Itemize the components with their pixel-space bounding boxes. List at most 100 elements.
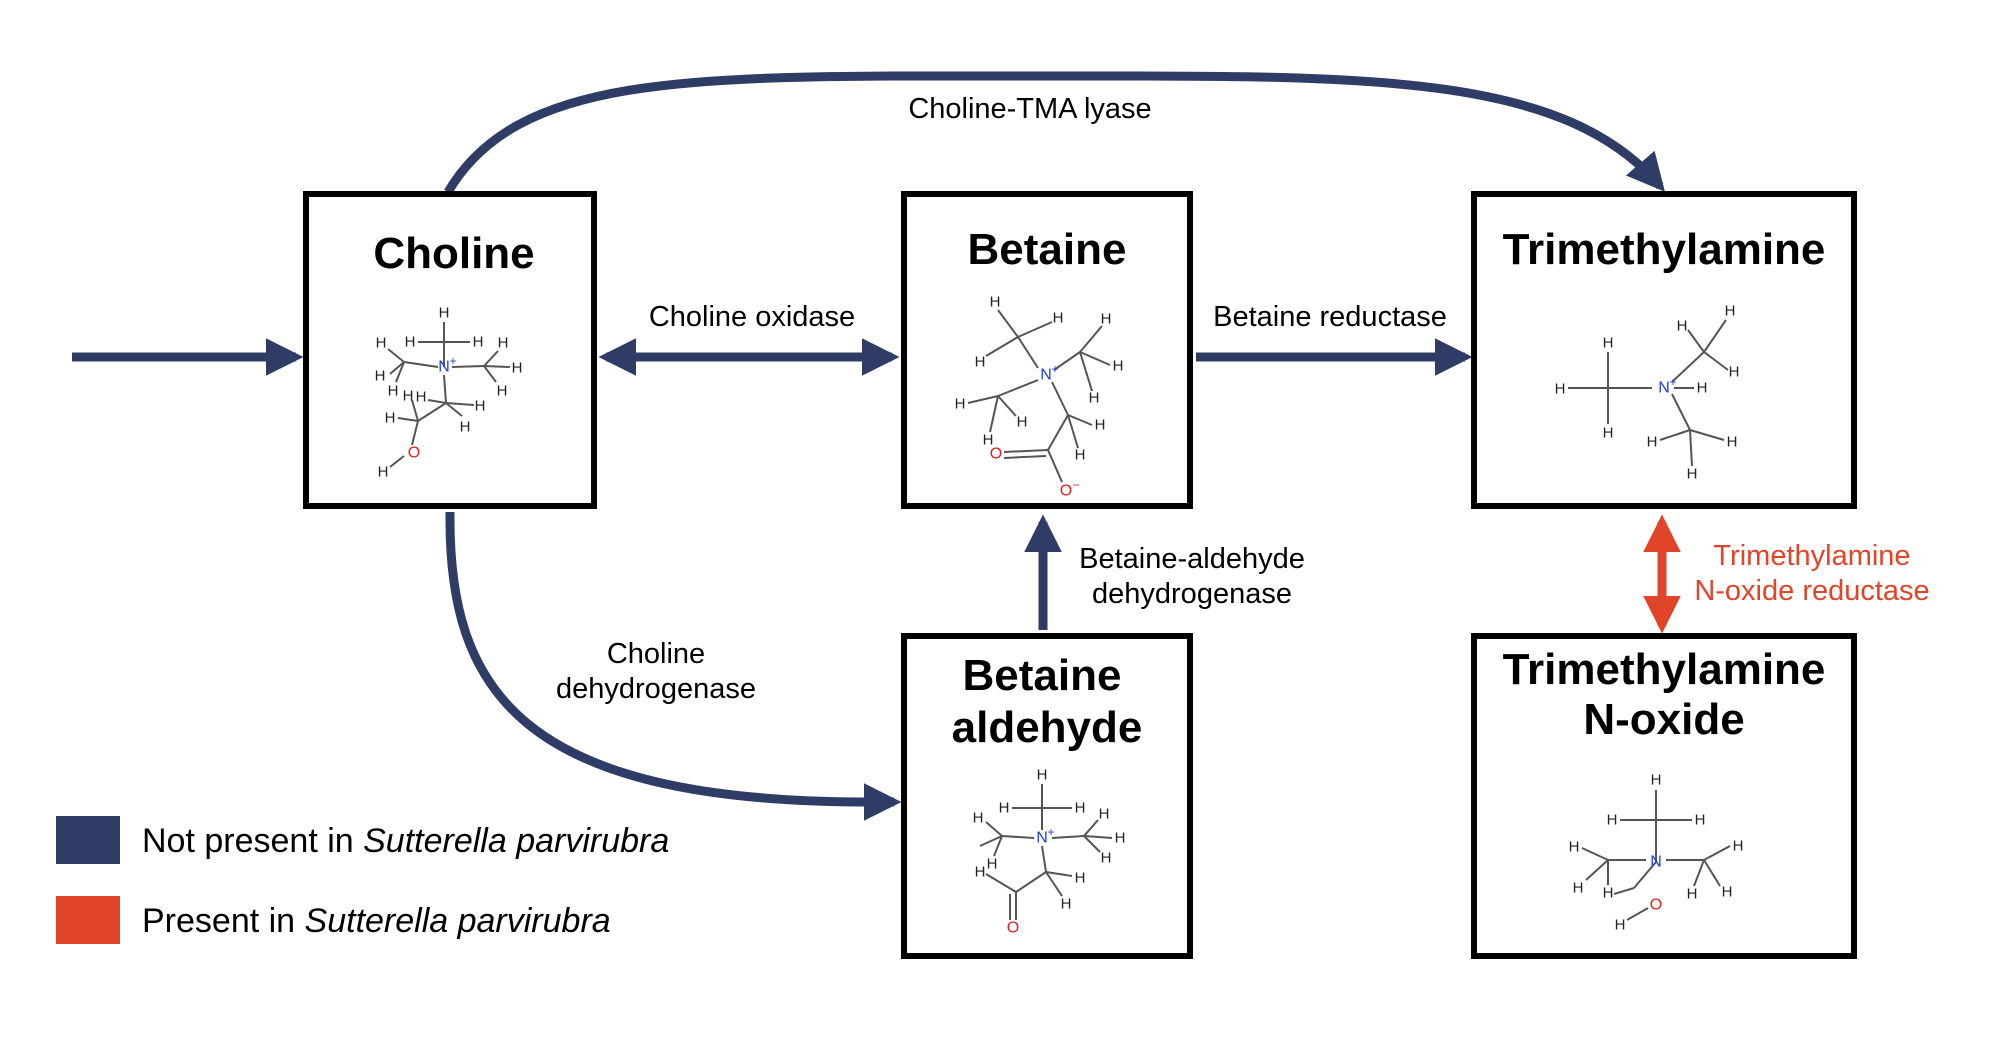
chemical-bond (985, 336, 1019, 357)
chemical-bond (411, 420, 419, 446)
chemical-bond (1015, 871, 1047, 893)
hydrogen-atom-label: H (1725, 303, 1736, 320)
chemical-bond (997, 395, 1017, 417)
chemical-bond (997, 379, 1039, 397)
label-choline-dehydrogenase-2: dehydrogenase (556, 673, 756, 705)
chemical-bond (1079, 351, 1111, 366)
charge-label: + (449, 354, 456, 368)
chemical-bond (427, 399, 447, 404)
nitrogen-atom-label: N (1658, 380, 1670, 397)
node-trimethylamine-n-oxide[interactable]: Trimethylamine N-oxide H H H H H H H H H… (1471, 633, 1857, 959)
label-choline-dehydrogenase-1: Choline (607, 638, 705, 670)
oxygen-atom-label: O (1650, 897, 1662, 914)
hydrogen-atom-label: H (1647, 434, 1658, 451)
betaine-structure: H H H H H H H H H H H N + O O − (955, 294, 1124, 500)
chemical-bond (1689, 429, 1693, 467)
legend-label-present: Present in Sutterella parvirubra (142, 902, 611, 940)
trimethylamine-title: Trimethylamine (1503, 225, 1826, 274)
chemical-bond (1041, 845, 1047, 873)
legend-swatch-present (56, 896, 120, 944)
hydrogen-atom-label: H (1573, 880, 1584, 897)
chemical-bond (1626, 907, 1649, 921)
chemical-bond (1001, 835, 1035, 839)
hydrogen-atom-label: H (1603, 335, 1614, 352)
hydrogen-atom-label: H (1113, 358, 1124, 375)
hydrogen-atom-label: H (1095, 417, 1106, 434)
label-tmao-reductase-2: N-oxide reductase (1694, 575, 1929, 607)
chemical-bond (1051, 835, 1085, 839)
chemical-bond (483, 350, 499, 367)
chemical-bond (993, 835, 1003, 857)
chemical-bond (1017, 321, 1053, 338)
hydrogen-atom-label: H (975, 354, 986, 371)
node-betaine[interactable]: Betaine H H H H H H H H H H H N + O (901, 191, 1193, 509)
chemical-bond (1703, 351, 1729, 371)
label-tmao-reductase-1: Trimethylamine (1713, 540, 1910, 572)
hydrogen-atom-label: H (1727, 434, 1738, 451)
chemical-bond (417, 402, 447, 422)
node-betaine-aldehyde[interactable]: Betaine aldehyde H H H H H H H H H H H N… (901, 633, 1193, 959)
hydrogen-atom-label: H (1115, 830, 1126, 847)
betaine-aldehyde-structure: H H H H H H H H H H H N + O (973, 767, 1126, 937)
legend-label-not-present: Not present in Sutterella parvirubra (142, 822, 669, 860)
hydrogen-atom-label: H (999, 800, 1010, 817)
hydrogen-atom-label: H (498, 335, 509, 352)
chemical-bond (1671, 351, 1705, 383)
label-betaine-aldehyde-dehydrogenase-2: dehydrogenase (1092, 578, 1292, 610)
arrows (72, 71, 1681, 821)
legend-swatch-not-present (56, 816, 120, 864)
hydrogen-atom-label: H (1101, 311, 1112, 328)
betaine-box (901, 191, 1193, 509)
trimethylamine-structure: H H H H H H H H H H N + (1555, 303, 1740, 483)
chemical-bond (445, 402, 463, 417)
tmao-box (1471, 633, 1857, 959)
betaine-aldehyde-title-1: Betaine (963, 651, 1122, 700)
hydrogen-atom-label: H (1061, 896, 1072, 913)
node-choline[interactable]: Choline H H H H H H H H H H H H H (303, 191, 597, 509)
hydrogen-atom-label: H (1615, 917, 1626, 934)
hydrogen-atom-label: H (1101, 850, 1112, 867)
chemical-bond (1003, 449, 1049, 453)
hydrogen-atom-label: H (385, 410, 396, 427)
chemical-bond (1689, 429, 1725, 441)
hydrogen-atom-label: H (990, 294, 1001, 311)
chemical-bond (1581, 847, 1609, 861)
chemical-bond (483, 365, 497, 383)
hydrogen-atom-label: H (1075, 870, 1086, 887)
chemical-bond (389, 361, 405, 375)
choline-dehydrogenase-arrow (445, 511, 902, 821)
chemical-bond (403, 361, 439, 368)
hydrogen-atom-label: H (460, 419, 471, 436)
chemical-bond (451, 365, 485, 368)
node-trimethylamine[interactable]: Trimethylamine H H H H H H H H H H N + (1471, 191, 1857, 509)
betaine-aldehyde-title-2: aldehyde (952, 703, 1143, 752)
nitrogen-atom-label: N (1040, 367, 1052, 384)
chemical-bond (979, 835, 1003, 847)
hydrogen-atom-label: H (439, 305, 450, 322)
betaine-aldehyde-box (901, 633, 1193, 959)
chemical-bond (1585, 859, 1609, 881)
chemical-bond (1067, 414, 1079, 449)
hydrogen-atom-label: H (1687, 886, 1698, 903)
chemical-bond (1053, 351, 1081, 371)
hydrogen-atom-label: H (1075, 800, 1086, 817)
hydrogen-atom-label: H (1695, 812, 1706, 829)
hydrogen-atom-label: H (1697, 380, 1708, 397)
hydrogen-atom-label: H (1729, 364, 1740, 381)
label-choline-tma-lyase: Choline-TMA lyase (908, 93, 1151, 125)
hydrogen-atom-label: H (1569, 839, 1580, 856)
chemical-bond (389, 455, 405, 468)
chemical-bond (1083, 835, 1113, 839)
hydrogen-atom-label: H (378, 464, 389, 481)
chemical-bond (1083, 819, 1099, 837)
hydrogen-atom-label: H (405, 334, 416, 351)
chemical-bond (1693, 859, 1705, 887)
chemical-bond (1047, 414, 1069, 451)
hydrogen-atom-label: H (497, 383, 508, 400)
hydrogen-atom-label: H (975, 864, 986, 881)
hydrogen-atom-label: H (1603, 885, 1614, 902)
chemical-bond (443, 374, 447, 404)
chemical-bond (1687, 329, 1705, 353)
oxygen-atom-label: O (1060, 483, 1072, 500)
